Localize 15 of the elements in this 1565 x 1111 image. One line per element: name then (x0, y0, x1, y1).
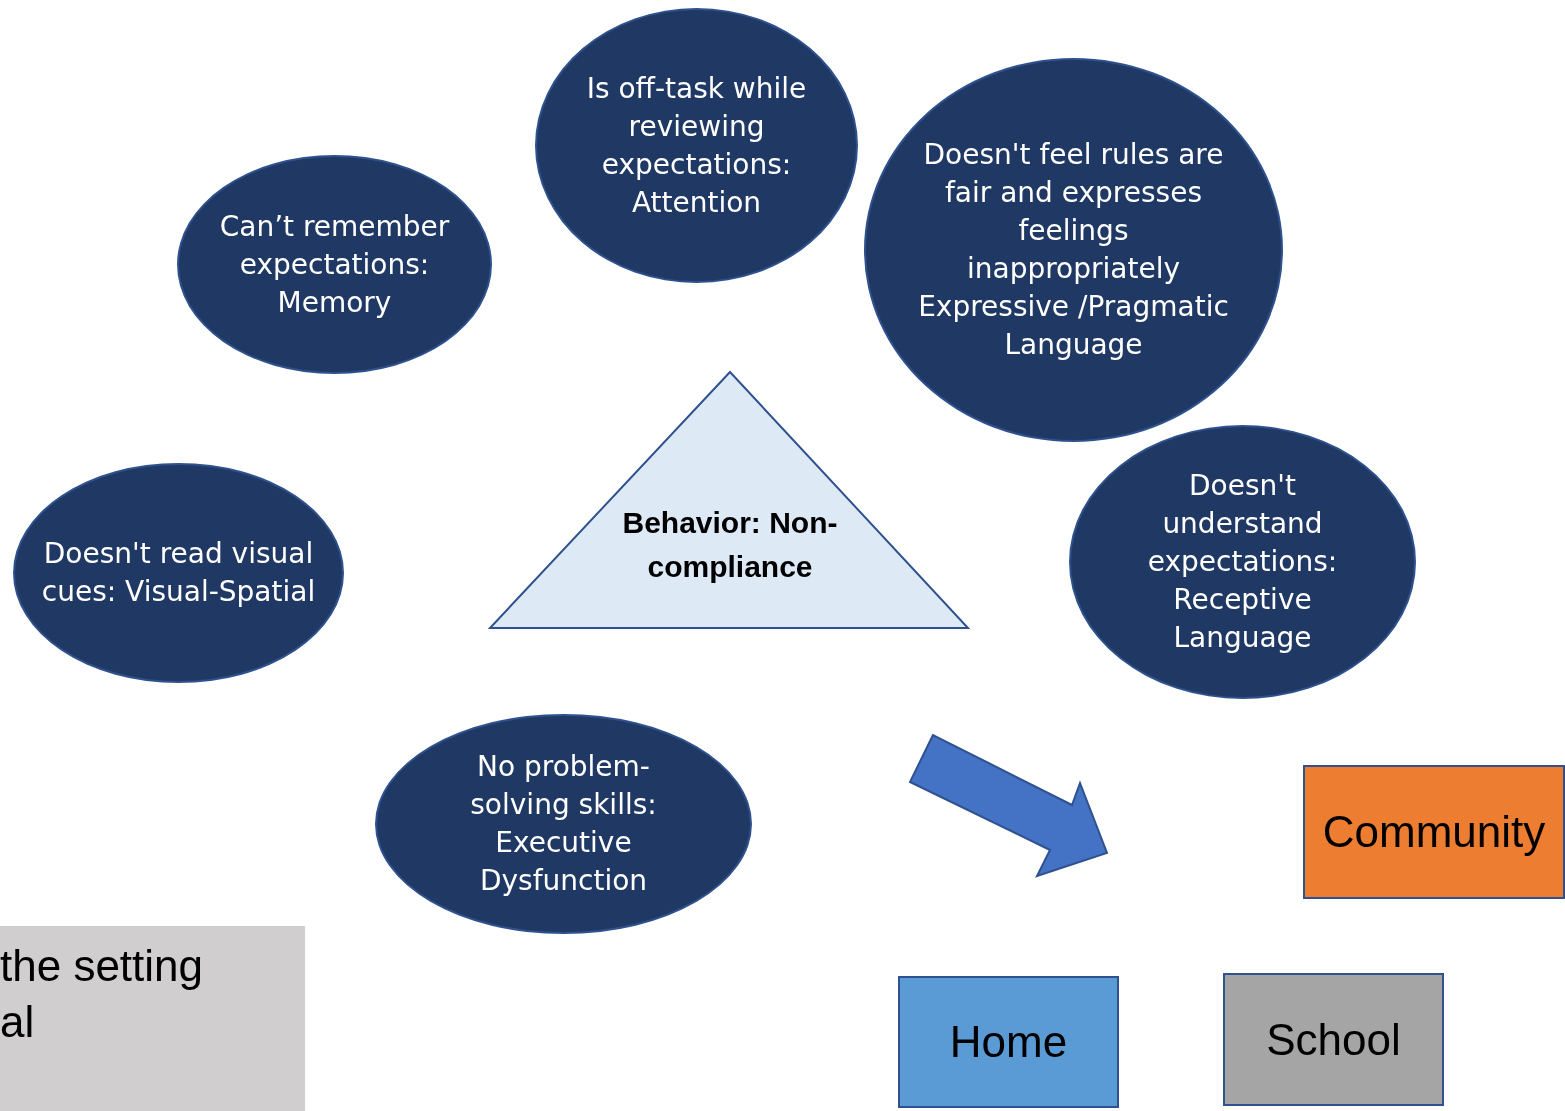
setting-box (1223, 973, 1444, 1106)
behavior-label: Behavior: Non-compliance (600, 470, 860, 620)
note-text: the setting al (0, 940, 205, 1048)
note-box (0, 926, 305, 1111)
setting-label: Community (1322, 807, 1546, 857)
setting-label: Home (949, 1017, 1068, 1067)
skill-ellipse: Is off-task while reviewing expectations: Attention (535, 8, 858, 283)
skill-ellipse: Doesn't read visual cues: Visual-Spatial (13, 463, 344, 683)
setting-label: School (1266, 1014, 1401, 1065)
skill-ellipse: Doesn't understand expectations: Receptive Language (1069, 425, 1416, 699)
skill-ellipse: Doesn't feel rules are fair and expresses feelings inappropriately Expressive /Pragmatic Language (864, 58, 1283, 442)
setting-box (1303, 765, 1565, 899)
skill-ellipse: Can’t remember expectations: Memory (177, 155, 492, 374)
skill-ellipse: No problem-solving skills: Executive Dysfunction (375, 714, 752, 934)
setting-box (898, 976, 1119, 1108)
